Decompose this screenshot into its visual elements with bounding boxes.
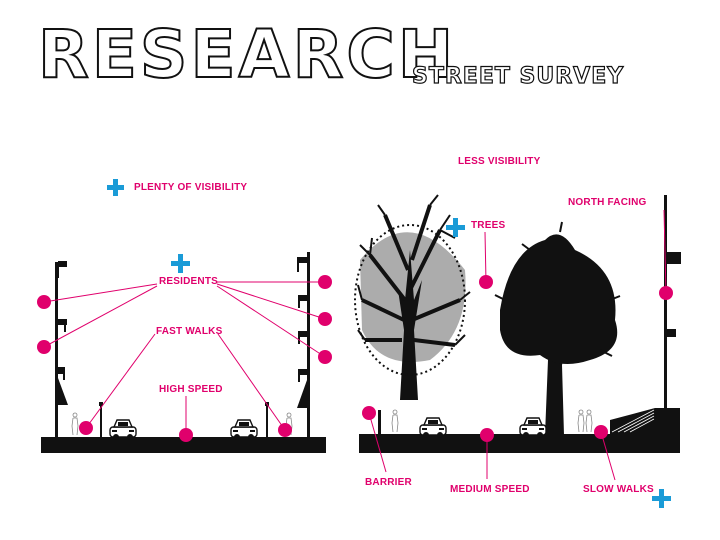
left-ground bbox=[41, 437, 326, 453]
pedestrian-slow-2 bbox=[585, 409, 593, 433]
dot-resident-right-2 bbox=[318, 312, 332, 326]
label-north-facing: NORTH FACING bbox=[568, 197, 647, 208]
right-building-wall bbox=[307, 252, 310, 437]
label-plenty-of-visibility: PLENTY OF VISIBILITY bbox=[134, 182, 248, 193]
dot-trees bbox=[479, 275, 493, 289]
dot-north-facing bbox=[659, 286, 673, 300]
dot-resident-right-1 bbox=[318, 275, 332, 289]
tree-left bbox=[354, 194, 471, 400]
page-subtitle: STREET SURVEY bbox=[411, 64, 625, 89]
plus-icon bbox=[107, 179, 124, 196]
car-left-1 bbox=[109, 419, 137, 441]
dot-resident-right-3 bbox=[318, 350, 332, 364]
dot-resident-left-lower bbox=[37, 340, 51, 354]
dot-slow-walks bbox=[594, 425, 608, 439]
car-right-2 bbox=[519, 417, 547, 439]
label-medium-speed: MEDIUM SPEED bbox=[450, 484, 530, 495]
label-barrier: BARRIER bbox=[365, 477, 412, 488]
left-balconies bbox=[58, 261, 67, 374]
label-less-visibility: LESS VISIBILITY bbox=[458, 156, 541, 167]
plus-icon bbox=[446, 218, 465, 237]
car-right-1 bbox=[419, 417, 447, 439]
dot-fast-walks-left bbox=[79, 421, 93, 435]
dot-resident-left-upper bbox=[37, 295, 51, 309]
left-building-wall bbox=[55, 262, 58, 437]
dot-medium-speed bbox=[480, 428, 494, 442]
right-street-section bbox=[354, 194, 681, 453]
right-balconies bbox=[297, 257, 307, 375]
plus-markers bbox=[107, 179, 671, 508]
right-ground bbox=[359, 408, 680, 453]
pedestrian-left bbox=[71, 412, 79, 436]
dot-barrier bbox=[362, 406, 376, 420]
label-slow-walks: SLOW WALKS bbox=[583, 484, 654, 495]
callout-dots bbox=[37, 275, 673, 442]
page-title: RESEARCH bbox=[37, 16, 457, 93]
barrier-post bbox=[378, 410, 381, 436]
pedestrian-barrier-side bbox=[391, 409, 399, 433]
label-fast-walks: FAST WALKS bbox=[156, 326, 223, 337]
car-left-2 bbox=[230, 419, 258, 441]
plus-icon bbox=[652, 489, 671, 508]
right-awning bbox=[297, 380, 307, 408]
street-lamp-right bbox=[266, 404, 268, 437]
dot-fast-walks-right bbox=[278, 423, 292, 437]
label-residents: RESIDENTS bbox=[159, 276, 219, 287]
callout-lines bbox=[43, 209, 667, 481]
left-awning bbox=[58, 378, 68, 405]
pedestrian-slow-1 bbox=[577, 409, 585, 433]
plus-icon bbox=[171, 254, 190, 273]
street-lamp-left bbox=[100, 404, 102, 437]
tree-right bbox=[494, 221, 621, 435]
label-high-speed: HIGH SPEED bbox=[159, 384, 223, 395]
dot-high-speed bbox=[179, 428, 193, 442]
label-trees: TREES bbox=[471, 220, 506, 231]
north-building-balcony bbox=[667, 252, 681, 264]
north-building-wall bbox=[664, 195, 667, 410]
